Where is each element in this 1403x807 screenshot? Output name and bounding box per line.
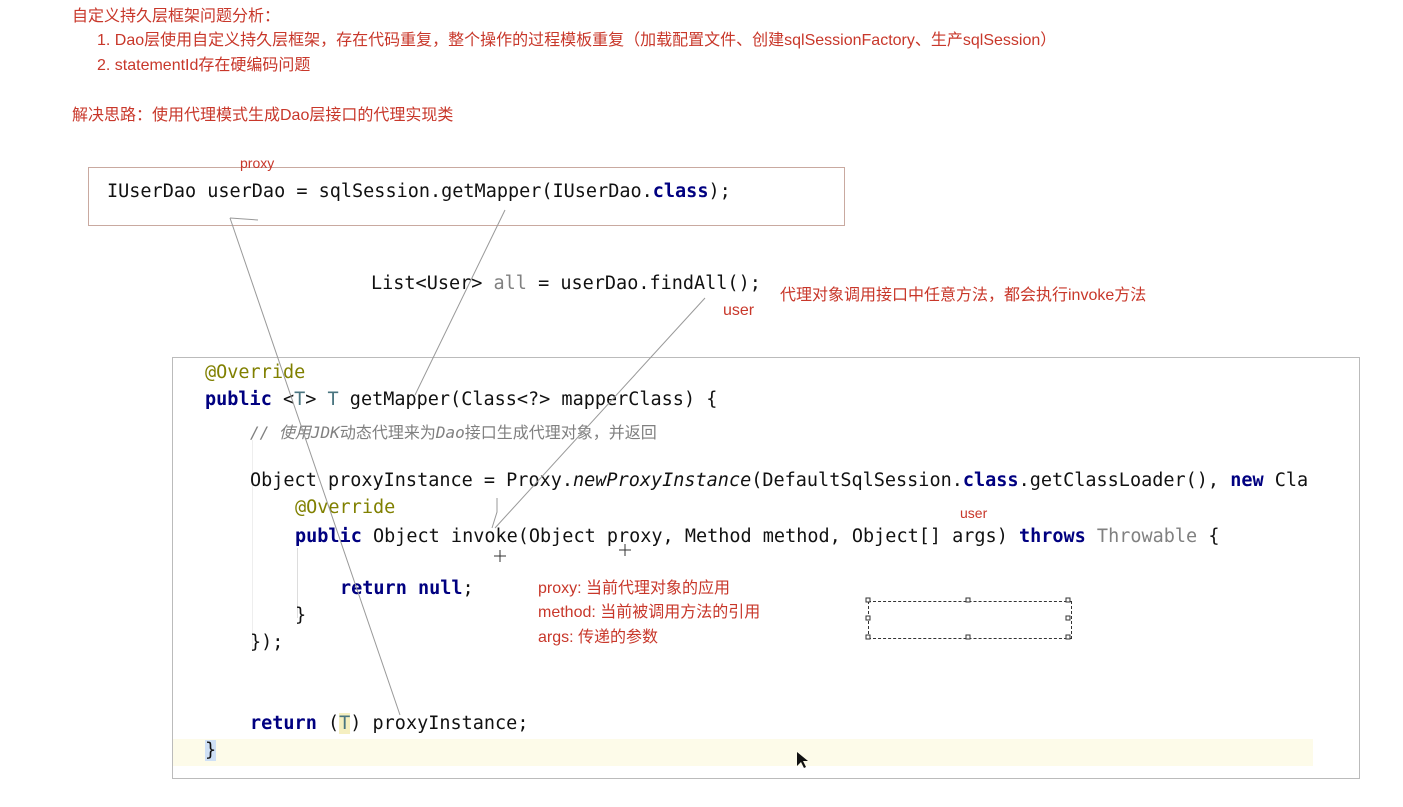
code-text: (DefaultSqlSession. xyxy=(751,470,963,491)
proxy-label: proxy xyxy=(240,155,275,171)
notes-item-2: 2. statementId存在硬编码问题 xyxy=(97,57,311,74)
connector-line xyxy=(229,217,259,221)
mapper-call-box xyxy=(88,167,845,226)
close-brace: } xyxy=(205,740,217,761)
code-text: 接口生成代理对象，并返回 xyxy=(464,423,657,442)
connector-line xyxy=(229,217,401,716)
code-var: all xyxy=(493,273,527,294)
current-line-highlight xyxy=(173,739,1313,766)
code-keyword: class xyxy=(652,181,709,202)
user-label: user xyxy=(723,302,755,319)
code-text: Cla xyxy=(1263,470,1309,491)
close-brace: } xyxy=(295,605,307,626)
code-text: 动态代理来为 xyxy=(339,423,436,442)
connector-line xyxy=(414,209,506,396)
code-keyword: throws xyxy=(1018,526,1086,547)
user-label: user xyxy=(960,505,988,521)
override-annotation: @Override xyxy=(205,362,306,383)
code-keyword: new xyxy=(1230,470,1264,491)
code-text: Object proxyInstance = Proxy. xyxy=(250,470,574,491)
find-all-call: List<User> all = userDao.findAll(); xyxy=(371,273,761,294)
code-type: T xyxy=(294,389,306,410)
code-editor xyxy=(172,357,1360,779)
code-text: getMapper(Class<?> mapperClass) { xyxy=(338,389,718,410)
code-text: > xyxy=(305,389,328,410)
proxy-instance-line: Object proxyInstance = Proxy.newProxyIns… xyxy=(250,470,1308,491)
solution-text: 解决思路：使用代理模式生成Dao层接口的代理实现类 xyxy=(72,107,454,124)
code-text: { xyxy=(1197,526,1220,547)
override-annotation: @Override xyxy=(295,497,396,518)
code-text: ; xyxy=(462,578,474,599)
code-keyword: public xyxy=(295,526,362,547)
return-proxy-line: return (T) proxyInstance; xyxy=(250,713,528,734)
code-type: T xyxy=(339,713,351,734)
param-args-note: args: 传递的参数 xyxy=(538,629,659,646)
code-keyword: return xyxy=(250,713,317,734)
invoke-signature: public Object invoke(Object proxy, Metho… xyxy=(295,526,1219,548)
param-method-note: method: 当前被调用方法的引用 xyxy=(538,604,761,621)
notes-item-1: 1. Dao层使用自定义持久层框架，存在代码重复，整个操作的过程模板重复（加载配… xyxy=(97,32,1057,49)
mouse-cursor-icon xyxy=(797,752,808,768)
get-mapper-signature: public <T> T getMapper(Class<?> mapperCl… xyxy=(205,389,717,410)
code-text: ) proxyInstance; xyxy=(350,713,529,734)
code-text: // 使用 xyxy=(250,423,311,442)
get-mapper-call: IUserDao userDao = sqlSession.getMapper(… xyxy=(107,181,731,202)
code-keyword: null xyxy=(406,578,463,599)
code-method: newProxyInstance xyxy=(573,470,752,491)
code-text: = userDao.findAll(); xyxy=(526,273,761,294)
code-type: T xyxy=(327,389,339,410)
indent-guide xyxy=(297,548,298,618)
code-text: .getClassLoader(), xyxy=(1018,470,1231,491)
notes-heading: 自定义持久层框架问题分析： xyxy=(72,8,281,25)
code-text: ( xyxy=(316,713,340,734)
bezier-handle xyxy=(491,498,498,529)
code-text: IUserDao userDao = sqlSession.getMapper(… xyxy=(107,181,653,202)
code-text: Object invoke(Object proxy, Method metho… xyxy=(361,526,1019,547)
code-type: Throwable xyxy=(1085,526,1198,547)
code-text: Dao xyxy=(435,423,465,442)
code-text: < xyxy=(271,389,295,410)
code-keyword: return xyxy=(340,578,407,599)
code-text: List<User> xyxy=(371,273,494,294)
code-text: JDK xyxy=(310,423,340,442)
code-keyword: public xyxy=(205,389,272,410)
connector-line xyxy=(494,297,706,529)
param-proxy-note: proxy: 当前代理对象的应用 xyxy=(538,580,731,597)
code-keyword: class xyxy=(962,470,1019,491)
code-text: ); xyxy=(708,181,731,202)
code-comment: // 使用JDK动态代理来为Dao接口生成代理对象，并返回 xyxy=(250,419,657,443)
return-null-line: return null; xyxy=(340,578,474,599)
close-brace: }); xyxy=(250,632,284,653)
indent-guide xyxy=(252,440,253,650)
invoke-note: 代理对象调用接口中任意方法，都会执行invoke方法 xyxy=(780,287,1147,304)
